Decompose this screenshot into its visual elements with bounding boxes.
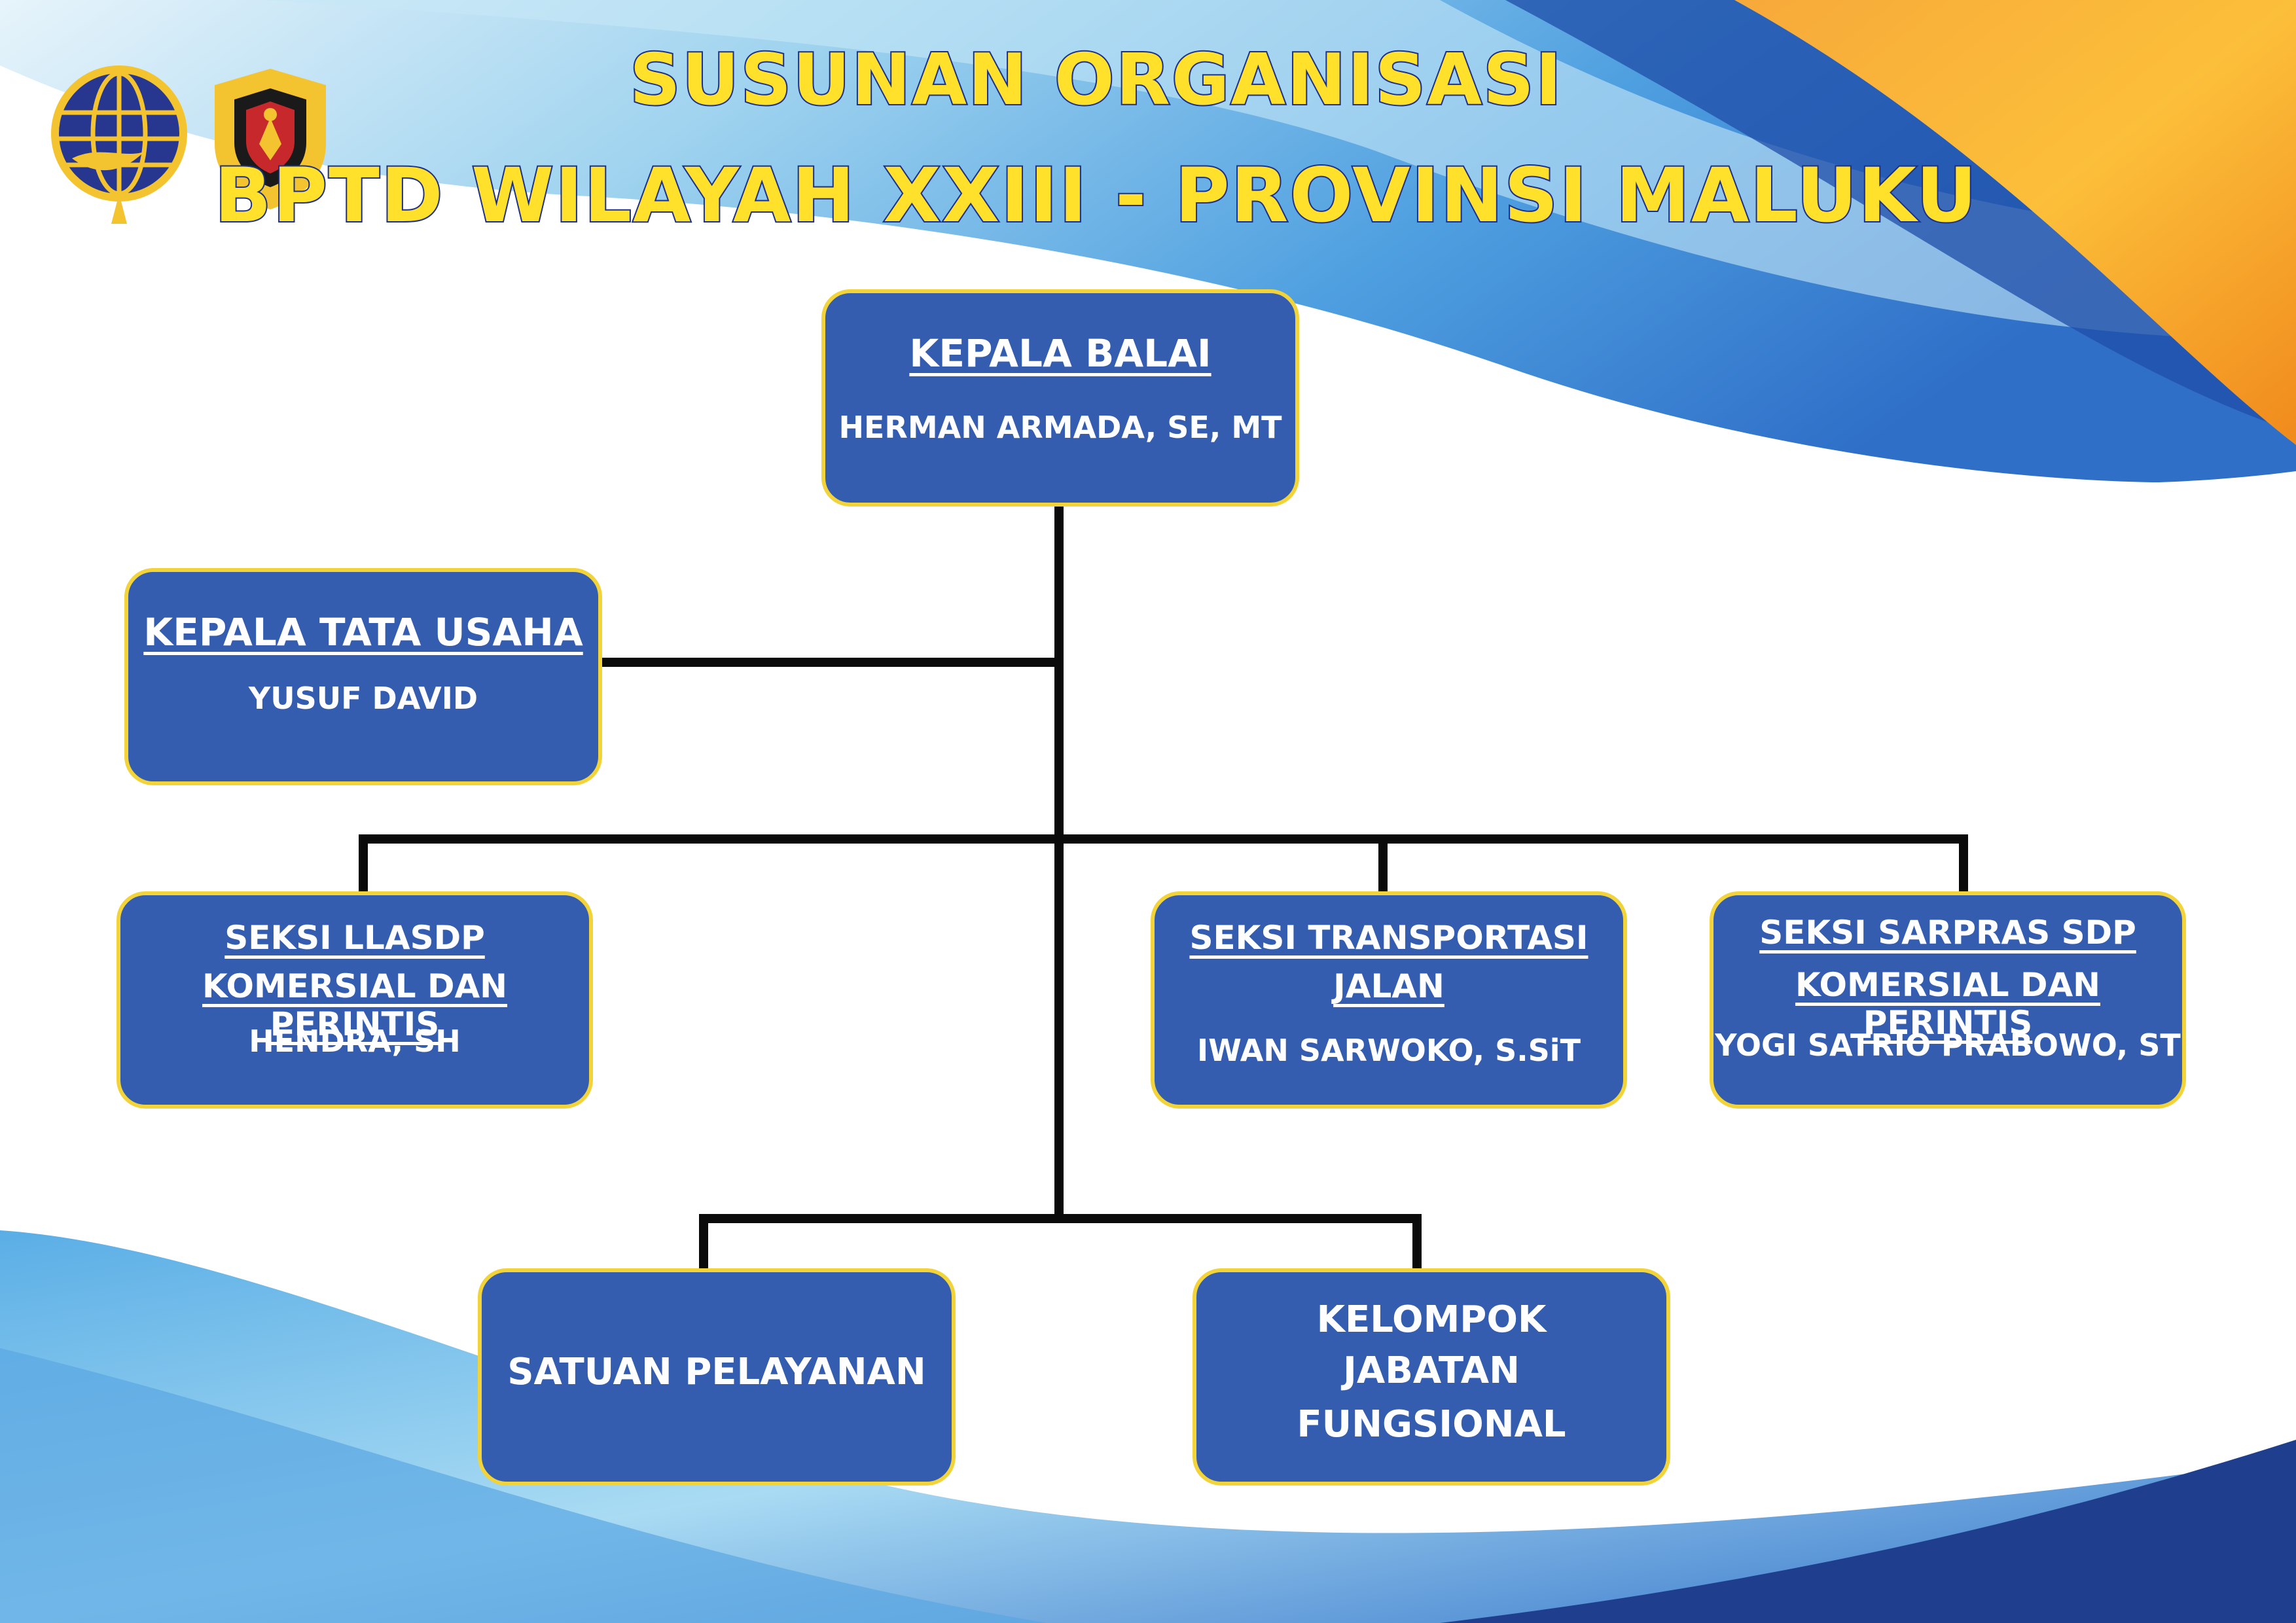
node-title-line-1: SEKSI LLASDP bbox=[224, 919, 485, 957]
page-title-line-2: BPTD WILAYAH XXIII - PROVINSI MALUKU bbox=[213, 151, 1979, 240]
node-kelompok-jabatan-fungsional: KELOMPOK JABATAN FUNGSIONAL bbox=[1193, 1268, 1670, 1486]
node-title-line-1: SEKSI TRANSPORTASI bbox=[1189, 919, 1588, 957]
node-seksi-llasdp: SEKSI LLASDP KOMERSIAL DAN PERINTIS HEND… bbox=[117, 891, 593, 1109]
top-right-orange-swoosh bbox=[1734, 0, 2296, 445]
node-person-name: YOGI SATRIO PRABOWO, ST bbox=[1715, 1027, 2181, 1063]
node-person-name: HENDRA, SH bbox=[249, 1024, 461, 1059]
node-kepala-balai: KEPALA BALAI HERMAN ARMADA, SE, MT bbox=[821, 289, 1299, 507]
node-title-line-2: JALAN bbox=[1333, 967, 1444, 1005]
node-title: KEPALA TATA USAHA bbox=[143, 610, 583, 654]
node-title-line-2: KOMERSIAL DAN PERINTIS bbox=[202, 967, 508, 1043]
page-title-line-1: SUSUNAN ORGANISASI bbox=[628, 38, 1564, 122]
kemenhub-globe-icon bbox=[51, 65, 187, 224]
node-title-line-1: SEKSI SARPRAS SDP bbox=[1759, 914, 2136, 952]
node-title: KEPALA BALAI bbox=[909, 331, 1211, 376]
node-person-name: HERMAN ARMADA, SE, MT bbox=[838, 410, 1282, 445]
bottom-light-wave bbox=[0, 1348, 1047, 1623]
node-person-name: YUSUF DAVID bbox=[248, 681, 478, 716]
node-seksi-transportasi-jalan: SEKSI TRANSPORTASI JALAN IWAN SARWOKO, S… bbox=[1151, 891, 1627, 1109]
node-title-line-2: KOMERSIAL DAN PERINTIS bbox=[1795, 966, 2101, 1042]
node-title: SATUAN PELAYANAN bbox=[507, 1351, 926, 1393]
ditjen-hubdat-shield-icon bbox=[215, 69, 326, 209]
node-title-line-1: KELOMPOK bbox=[1316, 1298, 1547, 1341]
node-kepala-tata-usaha: KEPALA TATA USAHA YUSUF DAVID bbox=[124, 568, 602, 785]
bottom-dark-wave bbox=[1440, 1440, 2296, 1623]
node-title-line-3: FUNGSIONAL bbox=[1297, 1403, 1566, 1446]
node-person-name: IWAN SARWOKO, S.SiT bbox=[1197, 1033, 1581, 1068]
node-seksi-sarpras-sdp: SEKSI SARPRAS SDP KOMERSIAL DAN PERINTIS… bbox=[1710, 891, 2186, 1109]
top-light-wave bbox=[262, 0, 2296, 340]
content-white-area bbox=[0, 105, 2296, 1512]
node-satuan-pelayanan: SATUAN PELAYANAN bbox=[478, 1268, 956, 1486]
node-title-line-2: JABATAN bbox=[1343, 1349, 1520, 1392]
